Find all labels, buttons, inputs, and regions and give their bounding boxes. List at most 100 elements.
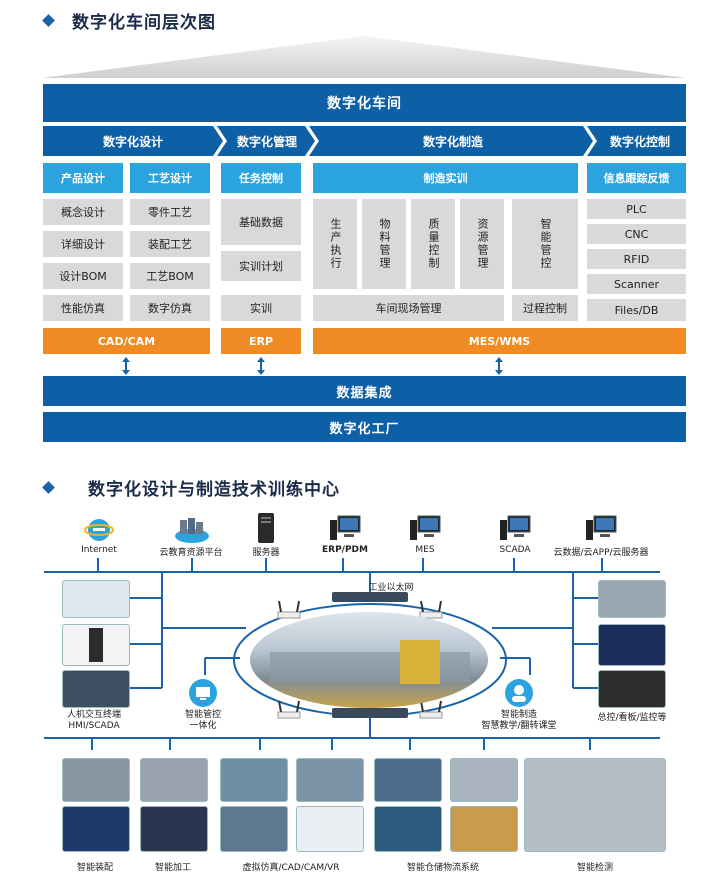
warehouse-image — [374, 758, 442, 802]
monitor-label: 总控/看板/监控等 — [597, 713, 667, 723]
digital-workshop-bar: 数字化车间 — [43, 84, 686, 122]
double-arrow-icon — [257, 357, 265, 375]
diamond-bullet-icon — [42, 14, 55, 27]
assembly-image — [62, 758, 130, 802]
node-internet-label: Internet — [81, 545, 117, 555]
task-control-head: 任务控制 — [221, 163, 301, 193]
hmi-screen-image — [62, 670, 130, 708]
mes-wms-bar: MES/WMS — [313, 328, 686, 354]
control-item: Scanner — [587, 274, 686, 294]
ethernet-switch-icon — [332, 708, 408, 718]
manufacturing-vertical-item: 智能管控 — [512, 199, 578, 289]
data-integration-bar: 数据集成 — [43, 376, 686, 406]
management-item: 实训计划 — [221, 251, 301, 281]
design-item: 概念设计 — [43, 199, 123, 225]
control-item: PLC — [587, 199, 686, 219]
smart-warehouse-label: 智能仓储物流系统 — [406, 863, 479, 873]
control-item: Files/DB — [587, 299, 686, 321]
management-item: 实训 — [221, 295, 301, 321]
digital-factory-bar: 数字化工厂 — [43, 412, 686, 442]
header-digital-control: 数字化控制 — [609, 134, 670, 149]
manufacturing-vertical-item: 生产执行 — [313, 199, 357, 289]
double-arrow-icon — [495, 357, 503, 375]
node-cloud-data-label: 云数据/云APP/云服务器 — [553, 548, 649, 558]
smart-teaching-icon — [505, 679, 533, 707]
virtual-simulation-label: 虚拟仿真/CAD/CAM/VR — [242, 863, 340, 873]
diamond-bullet-icon — [42, 481, 55, 494]
logistics-image — [450, 758, 518, 802]
header-chevrons — [43, 126, 686, 156]
workstation-icon — [586, 515, 617, 540]
design-item: 设计BOM — [43, 263, 123, 289]
kiosk-terminal-image — [62, 624, 130, 666]
erp-bar: ERP — [221, 328, 301, 354]
double-arrow-icon — [122, 357, 130, 375]
node-server-label: 服务器 — [252, 548, 280, 558]
cad-drawing-image — [296, 806, 364, 852]
smart-control-icon — [189, 679, 217, 707]
design-item: 性能仿真 — [43, 295, 123, 321]
header-digital-design: 数字化设计 — [102, 134, 163, 149]
simulation-image — [220, 806, 288, 852]
control-room-image — [598, 580, 666, 618]
header-digital-management: 数字化管理 — [236, 134, 297, 149]
cloud-server-icon — [175, 518, 209, 543]
workshop-photo — [250, 612, 488, 708]
design-item: 工艺BOM — [130, 263, 210, 289]
wifi-router-icon — [419, 700, 443, 719]
roof-shape — [42, 36, 686, 78]
tablet-image — [62, 580, 130, 618]
wifi-router-icon — [277, 600, 301, 619]
info-tracking-head: 信息跟踪反馈 — [587, 163, 686, 193]
workstation-icon — [410, 515, 441, 540]
wifi-router-icon — [277, 700, 301, 719]
monitor-wall-image — [598, 670, 666, 708]
machining-image — [140, 758, 208, 802]
manufacturing-vertical-item: 质量控制 — [411, 199, 455, 289]
node-scada-label: SCADA — [499, 545, 531, 555]
smart-control-label: 智能管控 一体化 — [184, 710, 221, 731]
process-control: 过程控制 — [512, 295, 578, 321]
design-item: 数字仿真 — [130, 295, 210, 321]
control-item: RFID — [587, 249, 686, 269]
shopfloor-management: 车间现场管理 — [313, 295, 504, 321]
node-cloud-edu-label: 云教育资源平台 — [159, 548, 223, 558]
design-item: 零件工艺 — [130, 199, 210, 225]
smart-assembly-label: 智能装配 — [76, 863, 113, 873]
machining-screen-image — [140, 806, 208, 852]
internet-explorer-icon — [84, 519, 114, 541]
workstation-icon — [500, 515, 531, 540]
warehouse-screen-image — [374, 806, 442, 852]
smart-machining-label: 智能加工 — [154, 863, 191, 873]
section-title-hierarchy: 数字化车间层次图 — [72, 13, 216, 33]
inspection-image — [524, 758, 666, 852]
design-item: 详细设计 — [43, 231, 123, 257]
ethernet-label: 工业以太网 — [368, 583, 414, 593]
wifi-router-icon — [419, 600, 443, 619]
workstation-icon — [330, 515, 361, 540]
product-design-head: 产品设计 — [43, 163, 123, 193]
header-digital-manufacturing: 数字化制造 — [422, 134, 483, 149]
dashboard-image — [598, 624, 666, 666]
network-lines — [44, 558, 660, 750]
process-design-head: 工艺设计 — [130, 163, 210, 193]
hmi-scada-label: 人机交互终端 HMI/SCADA — [66, 710, 121, 731]
section-title-training-center: 数字化设计与制造技术训练中心 — [88, 480, 340, 500]
server-tower-icon — [258, 513, 274, 543]
manufacturing-vertical-item: 物料管理 — [362, 199, 406, 289]
management-item: 基础数据 — [221, 199, 301, 245]
control-item: CNC — [587, 224, 686, 244]
node-mes-label: MES — [415, 545, 435, 555]
cad-cam-bar: CAD/CAM — [43, 328, 210, 354]
assembly-screen-image — [62, 806, 130, 852]
agv-image — [450, 806, 518, 852]
manufacturing-training-head: 制造实训 — [313, 163, 578, 193]
simulation-image — [220, 758, 288, 802]
manufacturing-vertical-item: 资源管理 — [460, 199, 504, 289]
ethernet-switch-icon — [332, 592, 408, 602]
design-item: 装配工艺 — [130, 231, 210, 257]
smart-teaching-label: 智能制造 智慧教学/翻转课堂 — [481, 710, 557, 731]
cad-image — [296, 758, 364, 802]
smart-inspection-label: 智能检测 — [576, 863, 613, 873]
node-erp-pdm-label: ERP/PDM — [322, 545, 368, 555]
